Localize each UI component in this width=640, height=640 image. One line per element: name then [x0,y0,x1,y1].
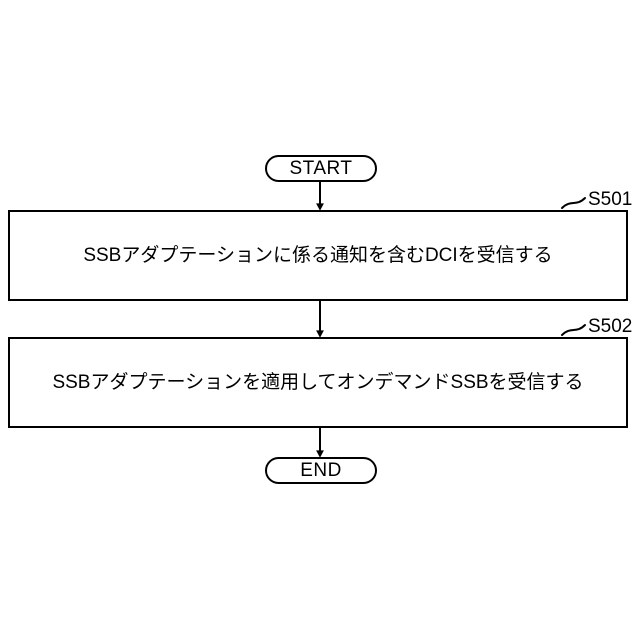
leader-line-s502 [561,324,586,336]
process-box-s502: SSBアダプテーションを適用してオンデマンドSSBを受信する [8,337,628,428]
leader-line-s501 [561,197,586,209]
step-reference-s501: S501 [588,189,633,210]
end-terminator: END [265,457,377,484]
end-terminator-label: END [300,460,342,481]
step-reference-s502: S502 [588,316,633,337]
start-terminator: START [265,155,377,182]
start-terminator-label: START [289,158,353,179]
process-box-s502-text: SSBアダプテーションを適用してオンデマンドSSBを受信する [52,371,584,393]
process-box-s501: SSBアダプテーションに係る通知を含むDCIを受信する [8,210,628,301]
process-box-s501-text: SSBアダプテーションに係る通知を含むDCIを受信する [83,244,553,266]
